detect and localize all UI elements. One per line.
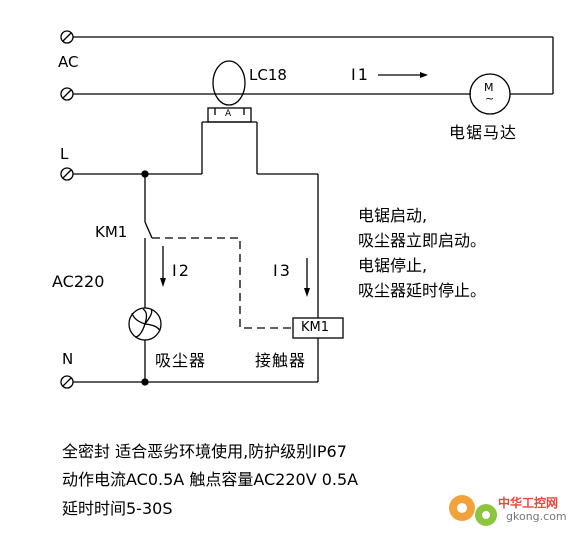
relay-box-label: KM1 xyxy=(301,320,330,335)
note-line-2: 吸尘器立即启动。 xyxy=(358,231,487,250)
terminal-n-label: N xyxy=(62,350,74,368)
motor-symbol xyxy=(469,73,511,115)
motor-symbol-m: M xyxy=(484,81,494,94)
terminal-l-label: L xyxy=(60,145,69,163)
i1-label: I1 xyxy=(351,65,370,84)
watermark-title: 中华工控网 xyxy=(498,496,559,510)
spec-line-1: 全密封 适合恶劣环境使用,防护级别IP67 xyxy=(62,442,347,461)
sensor-model-label: LC18 xyxy=(249,66,287,84)
i3-label: I3 xyxy=(273,261,292,280)
i2-label: I2 xyxy=(172,261,191,280)
note-line-4: 吸尘器延时停止。 xyxy=(358,281,487,300)
sensor-mark: A xyxy=(225,109,232,119)
km1-contact-blade xyxy=(144,221,153,239)
mechanical-link-dashed xyxy=(152,237,293,329)
fan-label: 吸尘器 xyxy=(155,351,207,370)
watermark-url: gkong.com xyxy=(506,510,567,523)
terminal-ac-label: AC xyxy=(58,53,79,71)
supply-label: AC220 xyxy=(52,272,105,291)
motor-label: 电锯马达 xyxy=(449,123,518,142)
spec-line-3: 延时时间5-30S xyxy=(62,499,173,518)
note-line-3: 电锯停止, xyxy=(358,256,428,275)
spec-line-2: 动作电流AC0.5A 触点容量AC220V 0.5A xyxy=(62,470,359,489)
watermark-logo xyxy=(449,495,497,526)
current-sensor-ring xyxy=(212,60,246,106)
note-line-1: 电锯启动, xyxy=(358,206,428,225)
motor-symbol-tilde: ~ xyxy=(485,92,495,105)
relay-label: 接触器 xyxy=(255,351,307,370)
km1-contact-label: KM1 xyxy=(95,223,128,241)
